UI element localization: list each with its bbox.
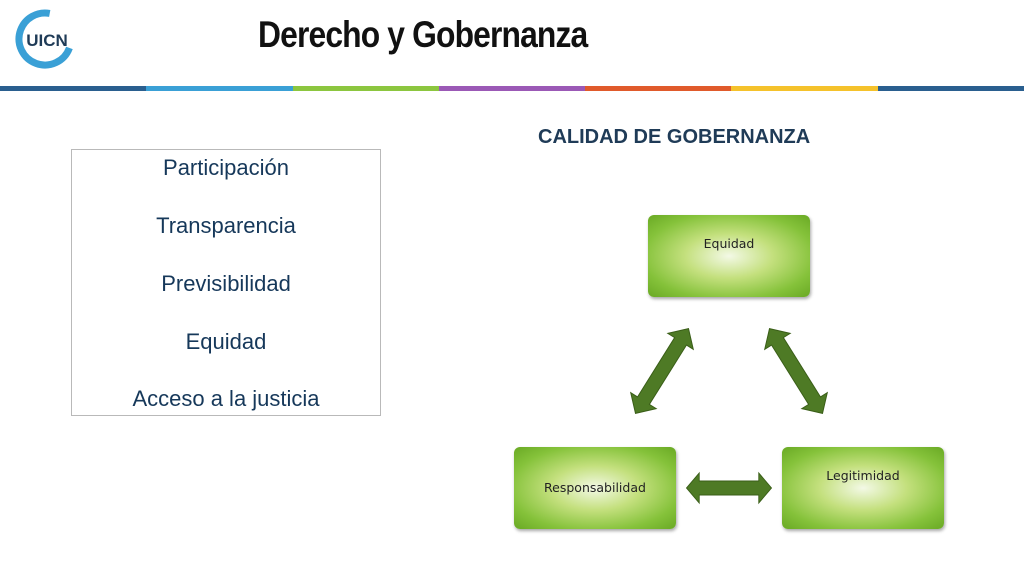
list-item: Equidad [185, 329, 267, 354]
node-legitimidad: Legitimidad [782, 447, 944, 529]
list-item: Previsibilidad [161, 271, 291, 296]
list-item: Transparencia [156, 213, 296, 238]
list-item: Acceso a la justicia [132, 386, 320, 411]
principles-list: Participación Transparencia Previsibilid… [71, 149, 381, 416]
arrow-horizontal [686, 472, 772, 504]
color-stripe-segment [585, 86, 732, 91]
color-stripe-segment [438, 86, 586, 91]
node-equidad: Equidad [648, 215, 810, 297]
node-label: Equidad [703, 236, 755, 251]
node-responsabilidad: Responsabilidad [514, 447, 676, 529]
node-label: Responsabilidad [544, 480, 646, 495]
uicn-logo: UICN [15, 9, 75, 69]
color-stripe-segment [146, 86, 293, 91]
arrow-left-diagonal [622, 320, 702, 422]
section-heading: CALIDAD DE GOBERNANZA [538, 126, 811, 148]
color-stripe [0, 86, 1024, 91]
page-title: Derecho y Gobernanza [258, 14, 588, 55]
logo-text: UICN [26, 31, 68, 50]
arrow-right-diagonal [756, 320, 836, 422]
node-label: Legitimidad [826, 468, 900, 483]
color-stripe-segment [731, 86, 878, 91]
list-item: Participación [163, 155, 289, 180]
color-stripe-segment [292, 86, 439, 91]
color-stripe-segment [0, 86, 147, 91]
color-stripe-segment [877, 86, 1024, 91]
